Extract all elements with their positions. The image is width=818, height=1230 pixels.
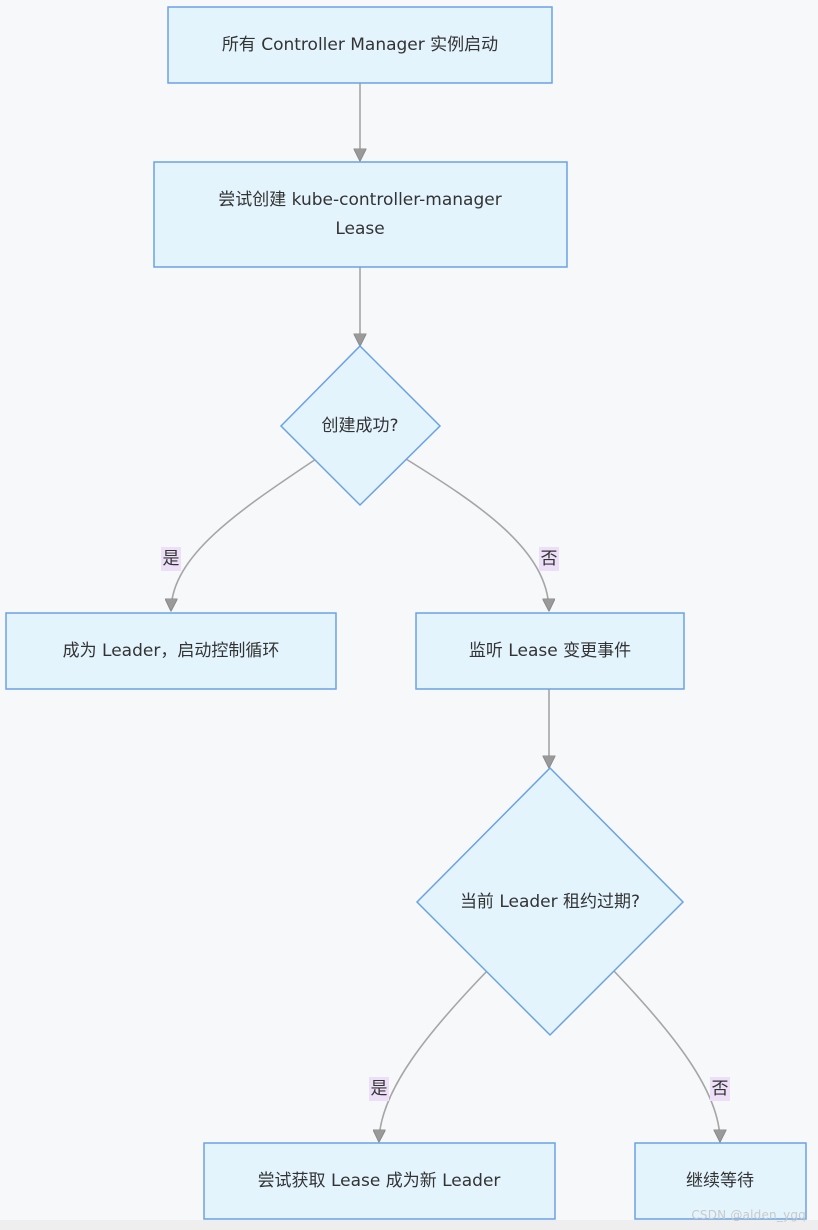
node-decision-created: 创建成功? [279, 344, 442, 507]
edge-expired-yes-to-acquire [379, 969, 489, 1141]
node-start-label: 所有 Controller Manager 实例启动 [222, 35, 498, 55]
node-keep-waiting-label: 继续等待 [686, 1171, 754, 1191]
node-create-lease-label-line2: Lease [335, 219, 384, 239]
edge-label-expired-yes: 是 [369, 1077, 389, 1101]
edge-label-created-yes: 是 [161, 547, 181, 571]
node-become-leader: 成为 Leader，启动控制循环 [5, 612, 337, 690]
edge-label-text: 是 [371, 1079, 388, 1099]
edge-decision-no-to-watch [405, 458, 549, 610]
watermark: CSDN @alden_ygq [691, 1208, 806, 1222]
node-create-lease: 尝试创建 kube-controller-manager Lease [153, 161, 568, 268]
node-become-leader-label: 成为 Leader，启动控制循环 [63, 641, 280, 661]
node-decision-expired-label: 当前 Leader 租约过期? [460, 892, 640, 912]
node-acquire-lease-label: 尝试获取 Lease 成为新 Leader [258, 1171, 501, 1191]
node-keep-waiting: 继续等待 [634, 1142, 807, 1220]
node-start: 所有 Controller Manager 实例启动 [167, 6, 553, 84]
node-decision-expired: 当前 Leader 租约过期? [415, 766, 685, 1037]
bottom-strip [0, 1220, 818, 1230]
node-acquire-lease: 尝试获取 Lease 成为新 Leader [203, 1142, 556, 1220]
node-decision-created-label: 创建成功? [321, 416, 398, 436]
edge-label-text: 是 [163, 549, 180, 569]
edge-label-created-no: 否 [539, 547, 559, 571]
node-watch-lease-label: 监听 Lease 变更事件 [469, 641, 631, 661]
edge-expired-no-to-wait [612, 969, 720, 1141]
edge-label-text: 否 [541, 549, 558, 569]
node-create-lease-label-line1: 尝试创建 kube-controller-manager [218, 190, 501, 210]
edge-decision-yes-to-leader [171, 458, 317, 610]
edge-label-text: 否 [712, 1079, 729, 1099]
edge-label-expired-no: 否 [710, 1077, 730, 1101]
edges [171, 83, 720, 1141]
node-watch-lease: 监听 Lease 变更事件 [415, 612, 685, 690]
